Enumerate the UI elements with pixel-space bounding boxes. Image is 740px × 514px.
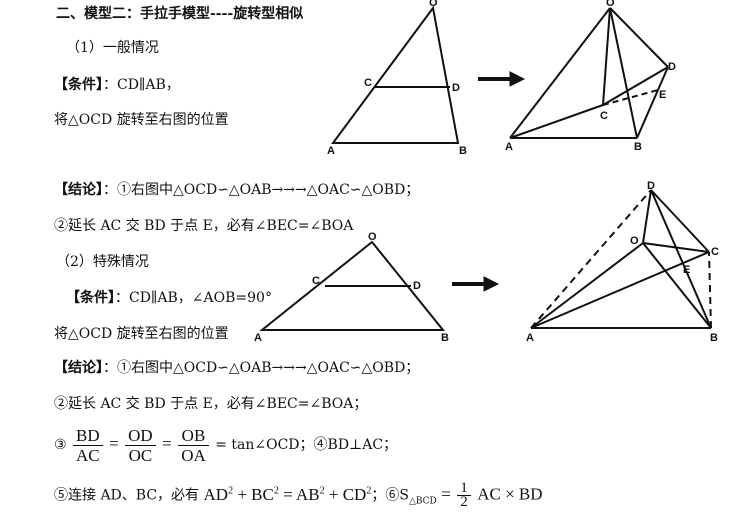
general-condition: 【条件】：CD∥AB， [54, 76, 180, 94]
area-subscript: △BCD [408, 496, 437, 507]
segment-bd-rotated [636, 66, 669, 139]
exponent: 2 [366, 485, 372, 496]
segment-bo-rotated [609, 7, 638, 139]
segment-bo-special-rotated [642, 242, 712, 329]
label-o-fig4: O [630, 235, 639, 247]
label-a-fig2: A [505, 141, 513, 153]
fraction-numerator: BD [73, 426, 103, 446]
segment-bd-special [650, 189, 712, 329]
label-d-fig2: D [668, 61, 676, 73]
special-rotate-text: 将△OCD 旋转至右图的位置 [54, 326, 229, 342]
fraction-denominator: AC [76, 445, 100, 465]
label-d-fig3: D [413, 280, 421, 292]
conclusion-text: ：①右图中△OCD∽△OAB→→→△OAC∽△OBD； [103, 182, 420, 198]
arrow-head-2 [483, 276, 500, 292]
segment-od-special [642, 189, 652, 244]
condition-label: 【条件】 [66, 290, 115, 306]
fraction-denominator: 2 [460, 494, 468, 511]
fraction-denominator: OA [181, 445, 206, 465]
equals-sign: = [109, 434, 119, 453]
conclusion-3-prefix: ③ [54, 437, 67, 453]
term-cd: CD [342, 484, 367, 504]
general-conclusion-1: 【结论】：①右图中△OCD∽△OAB→→→△OAC∽△OBD； [54, 181, 419, 199]
conclusion-3-suffix: = tan∠OCD；④BD⊥AC； [215, 437, 398, 453]
segment-ac-special [530, 251, 710, 329]
special-condition: 【条件】：CD∥AB，∠AOB=90° [66, 289, 272, 307]
special-case-heading: （2）特殊情况 [56, 254, 149, 270]
exponent: 2 [228, 485, 234, 496]
label-c-fig3: C [312, 275, 320, 287]
label-d-fig1: D [452, 82, 460, 94]
label-e-fig4: E [683, 264, 690, 276]
label-e-fig2: E [659, 89, 666, 101]
special-conclusion-2: ②延长 AC 交 BD 于点 E，必有∠BEC=∠BOA； [54, 396, 368, 412]
area-tail: AC × BD [477, 484, 543, 504]
segment-ao-special-rotated [530, 242, 644, 329]
term-bc: BC [251, 484, 274, 504]
section-title: 二、模型二：手拉手模型----旋转型相似 [56, 6, 304, 22]
special-conclusion-1: 【结论】：①右图中△OCD∽△OAB→→→△OAC∽△OBD； [54, 359, 419, 377]
triangle-oab-general [331, 5, 460, 144]
pythagoras-equation: AD2 + BC2 = AB2 + CD2 [203, 484, 372, 504]
condition-text: ：CD∥AB，∠AOB=90° [115, 290, 272, 306]
conclusion-5-prefix: ⑤连接 AD、BC，必有 [54, 487, 200, 504]
general-conclusion-2: ②延长 AC 交 BD 于点 E，必有∠BEC=∠BOA [54, 218, 354, 234]
label-c-fig2: C [600, 110, 608, 122]
fraction-denominator: OC [128, 445, 153, 465]
label-c-fig4: C [711, 246, 719, 258]
label-b-fig1: B [459, 145, 467, 157]
segment-oc-rotated [602, 7, 611, 106]
fraction-numerator: 1 [457, 481, 471, 497]
term-ad: AD [203, 484, 229, 504]
special-conclusion-5-6: ⑤连接 AD、BC，必有 AD2 + BC2 = AB2 + CD2；⑥S△BC… [54, 478, 543, 514]
segment-ac-rotated [509, 104, 604, 139]
label-o-fig3: O [368, 231, 377, 243]
label-o-fig1: O [429, 0, 438, 9]
label-a-fig3: A [254, 332, 262, 344]
fraction-numerator: OB [178, 426, 209, 446]
general-rotate-text: 将△OCD 旋转至右图的位置 [54, 112, 229, 128]
segment-dc-special [650, 189, 710, 253]
fraction-numerator: OD [125, 426, 156, 446]
equals-sign: = [441, 484, 451, 504]
segment-od-rotated [609, 7, 669, 68]
general-case-heading: （1）一般情况 [66, 40, 159, 56]
label-b-fig4: B [710, 332, 718, 344]
exponent: 2 [273, 485, 279, 496]
label-a-fig4: A [526, 332, 534, 344]
label-c-fig1: C [364, 77, 372, 89]
label-b-fig2: B [634, 141, 642, 153]
conclusion-text: ：①右图中△OCD∽△OAB→→→△OAC∽△OBD； [103, 360, 420, 376]
arrow-head-1 [509, 71, 526, 87]
segment-bc-dashed [708, 251, 712, 329]
segment-cd-rotated [602, 66, 669, 106]
label-a-fig1: A [327, 145, 335, 157]
conclusion-label: 【结论】 [54, 182, 103, 198]
condition-text: ：CD∥AB， [103, 77, 180, 93]
conclusion-label: 【结论】 [54, 360, 103, 376]
equals-sign: = [162, 434, 172, 453]
conclusion-6-prefix: ；⑥S [371, 487, 409, 504]
segment-ao-rotated [509, 7, 611, 139]
term-ab: AB [296, 484, 320, 504]
label-b-fig3: B [441, 332, 449, 344]
label-o-fig2: O [606, 0, 615, 9]
segment-ad-dashed [530, 189, 652, 329]
condition-label: 【条件】 [54, 77, 103, 93]
label-d-fig4: D [647, 180, 655, 192]
exponent: 2 [319, 485, 325, 496]
